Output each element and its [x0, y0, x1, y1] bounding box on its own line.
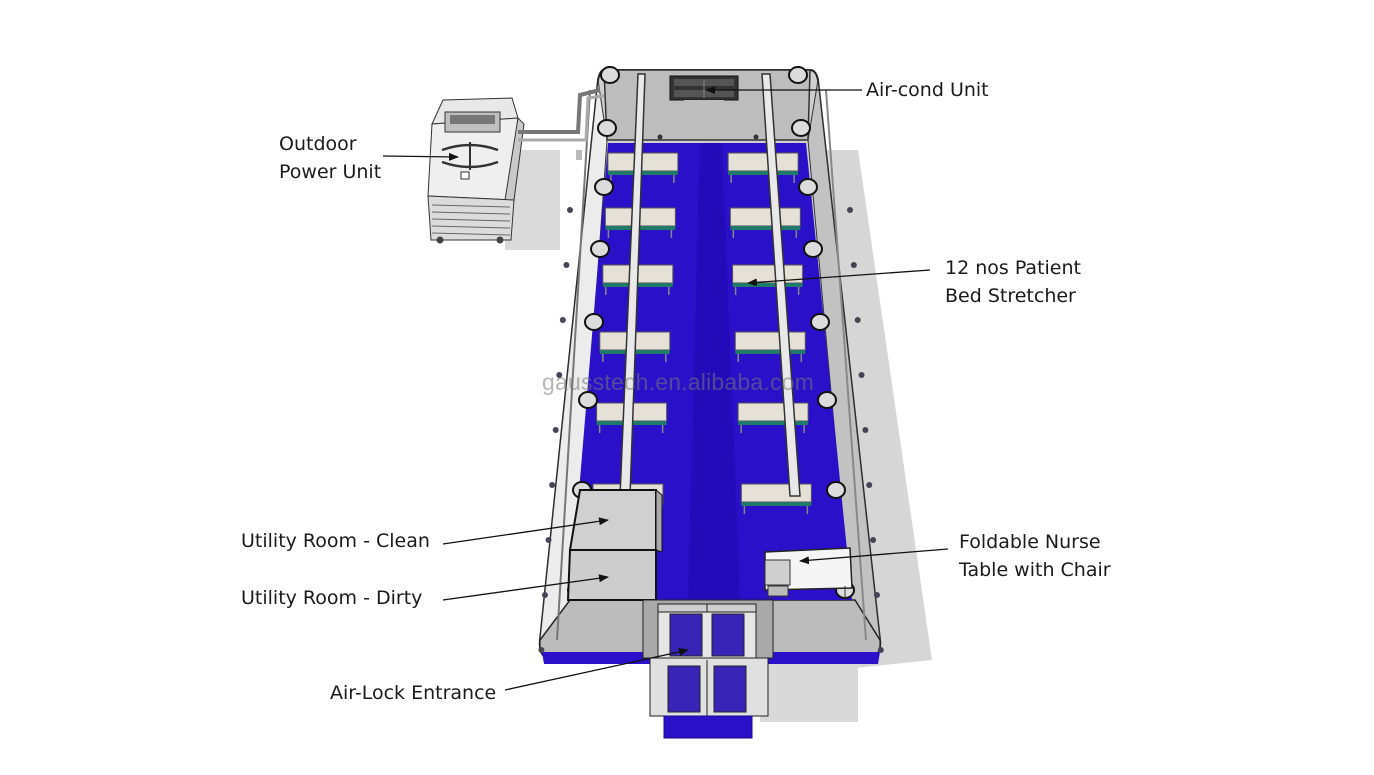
peg: [847, 207, 853, 213]
label-utility-room-clean: Utility Room - Clean: [241, 530, 430, 552]
peg: [877, 647, 884, 653]
peg: [556, 372, 563, 378]
support-ring: [590, 240, 610, 258]
utility-room-dirty: [566, 549, 657, 601]
support-ring: [798, 178, 818, 196]
peg: [858, 372, 865, 378]
support-ring: [600, 66, 620, 84]
patient-bed: [727, 152, 799, 183]
peg: [559, 317, 566, 323]
label-nurse-table: Foldable Nurse Table with Chair: [959, 531, 1111, 581]
peg: [538, 647, 545, 653]
utility-room-clean: [568, 488, 663, 553]
label-airlock-entrance: Air-Lock Entrance: [330, 682, 497, 704]
label-utility-room-dirty: Utility Room - Dirty: [241, 587, 423, 609]
peg: [563, 262, 570, 268]
peg: [552, 427, 559, 433]
support-ring: [810, 313, 830, 331]
peg: [862, 427, 869, 433]
support-ring: [788, 66, 808, 84]
peg: [854, 317, 861, 323]
peg: [873, 592, 880, 598]
patient-bed: [607, 152, 679, 183]
ground-pegs: [538, 207, 884, 653]
label-outdoor-power-unit: Outdoor Power Unit: [279, 133, 382, 183]
support-ring: [826, 481, 846, 499]
peg: [545, 537, 552, 543]
support-ring: [594, 178, 614, 196]
support-ring: [584, 313, 604, 331]
aircond-unit: [657, 75, 759, 140]
peg: [866, 482, 873, 488]
peg: [850, 262, 857, 268]
watermark: gausstech.en.alibaba.com: [542, 369, 815, 395]
support-ring: [791, 119, 811, 137]
label-aircond-unit: Air-cond Unit: [866, 79, 989, 101]
peg: [567, 207, 573, 213]
leader-lines: [382, 86, 949, 691]
support-ring: [578, 391, 598, 409]
patient-bed: [729, 207, 801, 238]
support-ring: [817, 391, 837, 409]
outdoor-power-unit: [427, 88, 605, 244]
peg: [870, 537, 877, 543]
peg: [549, 482, 556, 488]
support-ring: [803, 240, 823, 258]
label-patient-beds: 12 nos Patient Bed Stretcher: [945, 257, 1081, 307]
support-ring: [597, 119, 617, 137]
peg: [541, 592, 548, 598]
airlock-entrance: [642, 599, 774, 739]
